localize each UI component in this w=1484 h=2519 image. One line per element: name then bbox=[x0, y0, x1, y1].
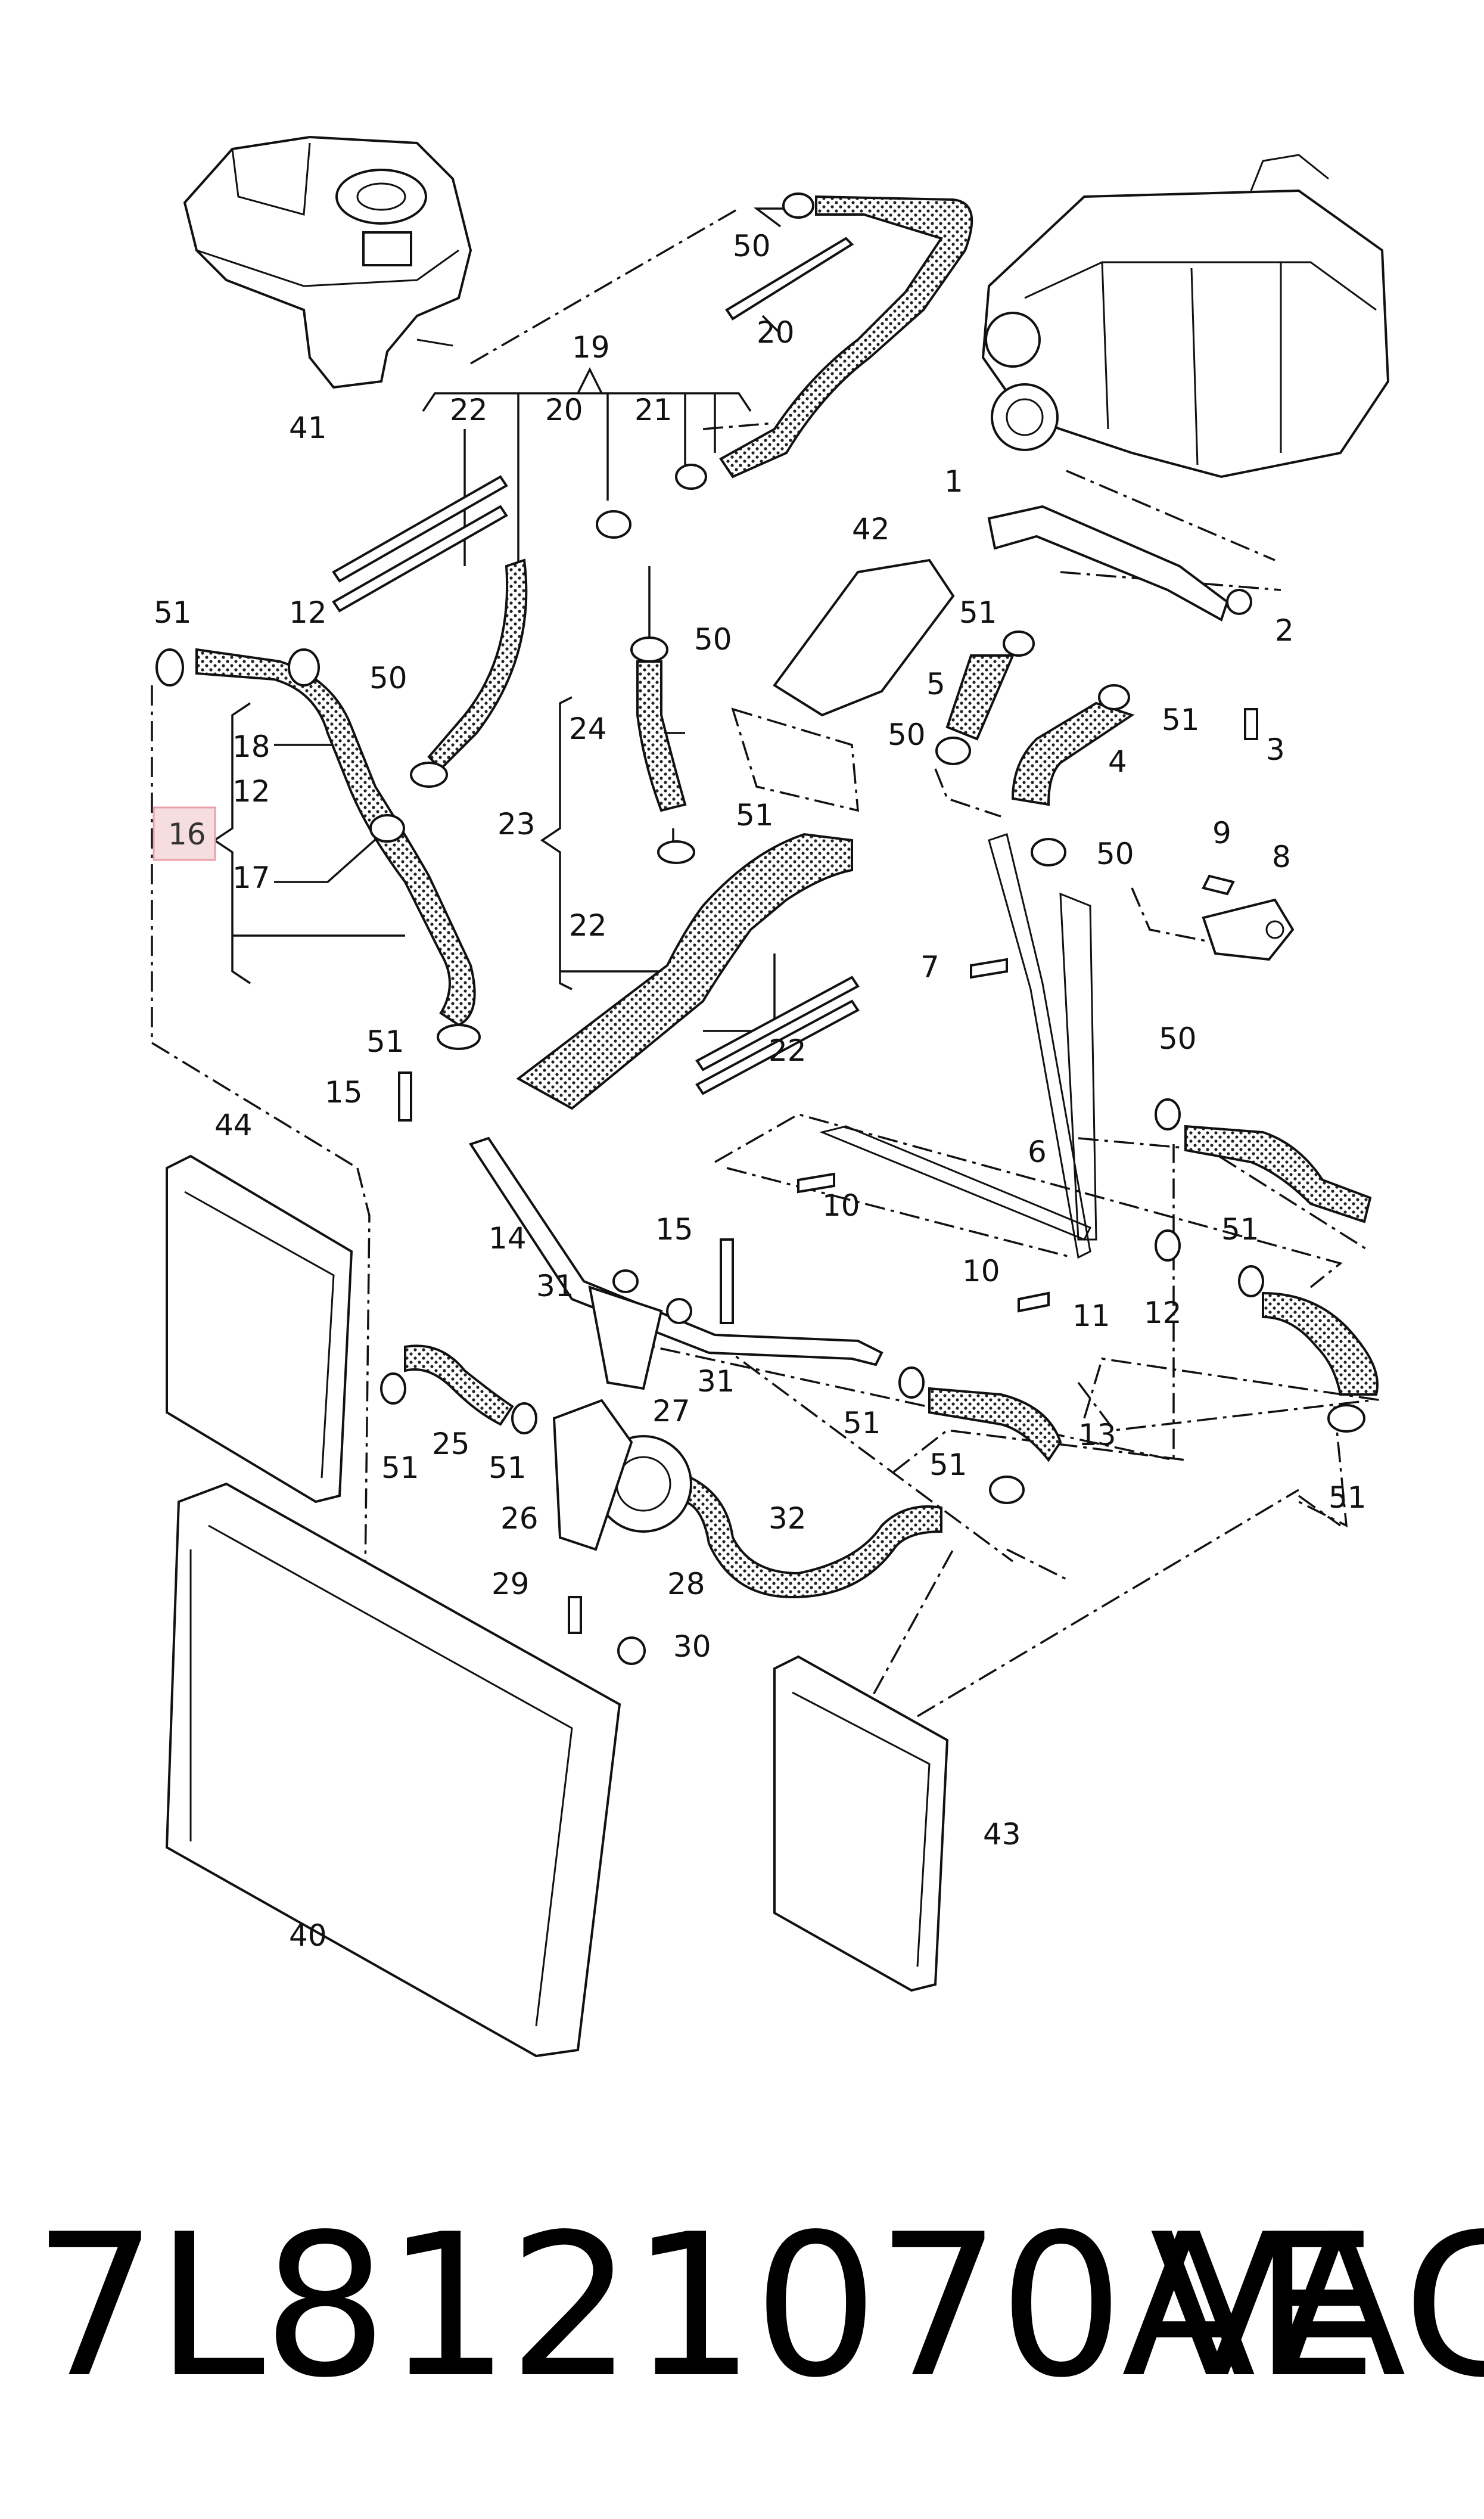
callout-44: 44 bbox=[214, 1108, 253, 1142]
callout-51: 51 bbox=[929, 1448, 967, 1482]
callout-9: 9 bbox=[1212, 816, 1231, 850]
hose-13 bbox=[928, 1387, 1062, 1462]
callout-11: 11 bbox=[1072, 1299, 1110, 1333]
callout-51: 51 bbox=[1329, 1480, 1367, 1515]
callout-10: 10 bbox=[962, 1254, 1000, 1288]
callout-4: 4 bbox=[1108, 744, 1127, 779]
callout-31: 31 bbox=[536, 1269, 574, 1303]
highlighted-callout-16[interactable]: 16 bbox=[153, 806, 216, 861]
callout-5: 5 bbox=[926, 667, 945, 701]
callout-41: 41 bbox=[289, 411, 327, 445]
hose-16 bbox=[195, 648, 476, 1027]
callout-50: 50 bbox=[694, 622, 732, 657]
callout-26: 26 bbox=[500, 1501, 539, 1536]
callout-27: 27 bbox=[652, 1394, 690, 1428]
radiator-40 bbox=[165, 1482, 621, 2058]
callout-15: 15 bbox=[325, 1075, 363, 1110]
callout-labels: 50 20 19 22 20 21 41 1 42 51 12 50 51 2 … bbox=[154, 229, 1367, 1953]
callout-50: 50 bbox=[1159, 1021, 1197, 1056]
hose-11-upper bbox=[1184, 1125, 1372, 1223]
callout-40: 40 bbox=[289, 1918, 327, 1953]
callout-51: 51 bbox=[843, 1406, 881, 1440]
hose-24 bbox=[636, 660, 687, 812]
engine-block bbox=[981, 154, 1390, 479]
callout-31: 31 bbox=[697, 1364, 735, 1399]
callout-24: 24 bbox=[569, 712, 607, 746]
radiator-44 bbox=[166, 1154, 353, 1504]
callout-21: 21 bbox=[634, 393, 673, 427]
callout-12: 12 bbox=[289, 595, 327, 630]
bracket-8 bbox=[1202, 898, 1295, 961]
callout-51: 51 bbox=[154, 595, 192, 630]
callout-30: 30 bbox=[673, 1629, 711, 1664]
callout-51: 51 bbox=[366, 1024, 405, 1059]
callout-10: 10 bbox=[822, 1188, 860, 1223]
callout-29: 29 bbox=[491, 1567, 530, 1601]
callout-15: 15 bbox=[655, 1212, 693, 1247]
callout-50: 50 bbox=[733, 229, 771, 263]
callout-25: 25 bbox=[432, 1427, 470, 1461]
callout-16-label: 16 bbox=[168, 817, 206, 852]
callout-51: 51 bbox=[1162, 703, 1200, 737]
hose-32 bbox=[683, 1476, 942, 1599]
hose-upper-right bbox=[719, 195, 973, 479]
callout-28: 28 bbox=[667, 1567, 705, 1601]
callout-42: 42 bbox=[852, 512, 890, 546]
exploded-parts-diagram: 50 20 19 22 20 21 41 1 42 51 12 50 51 2 … bbox=[151, 135, 1390, 2058]
callout-3: 3 bbox=[1266, 732, 1285, 767]
callout-51: 51 bbox=[381, 1450, 419, 1485]
callout-23: 23 bbox=[497, 807, 536, 841]
hose-25 bbox=[404, 1344, 514, 1426]
callout-20: 20 bbox=[757, 315, 795, 350]
callout-12: 12 bbox=[232, 774, 270, 809]
callout-17: 17 bbox=[232, 861, 270, 895]
callout-51: 51 bbox=[1221, 1212, 1259, 1247]
brand-name: VAG bbox=[1150, 2192, 1484, 2421]
callout-8: 8 bbox=[1272, 840, 1291, 874]
hose-20-top bbox=[427, 558, 528, 771]
callout-32: 32 bbox=[769, 1501, 807, 1536]
callout-22: 22 bbox=[769, 1033, 807, 1068]
callout-50: 50 bbox=[369, 661, 407, 695]
hose-clamps bbox=[155, 192, 1365, 1665]
callout-50: 50 bbox=[888, 718, 926, 752]
callout-20: 20 bbox=[545, 393, 583, 427]
radiator-43 bbox=[773, 1655, 949, 1992]
callout-14: 14 bbox=[489, 1221, 527, 1256]
part-number: 7L8121070AE bbox=[33, 2192, 1378, 2421]
expansion-tank bbox=[183, 135, 472, 389]
hose-5 bbox=[945, 654, 1015, 741]
bracket-42 bbox=[773, 558, 955, 717]
hose-11-lower bbox=[1262, 1291, 1379, 1396]
hose-4 bbox=[1011, 701, 1135, 806]
callout-2: 2 bbox=[1275, 613, 1294, 648]
callout-51: 51 bbox=[736, 798, 774, 833]
callout-19: 19 bbox=[572, 330, 610, 365]
callout-18: 18 bbox=[232, 729, 270, 764]
hoses bbox=[195, 195, 1379, 1599]
callout-12: 12 bbox=[1144, 1296, 1182, 1330]
callout-6: 6 bbox=[1028, 1135, 1047, 1169]
bolts bbox=[398, 708, 1258, 1634]
callout-1: 1 bbox=[944, 464, 963, 499]
callout-51: 51 bbox=[489, 1450, 527, 1485]
part-number-caption: 7L8121070AE VAG bbox=[0, 2181, 1484, 2431]
callout-51: 51 bbox=[959, 595, 997, 630]
callout-7: 7 bbox=[920, 950, 939, 984]
callout-43: 43 bbox=[983, 1817, 1021, 1852]
callout-22: 22 bbox=[569, 908, 607, 943]
water-pump bbox=[552, 1285, 692, 1551]
wire-ties bbox=[332, 237, 860, 1095]
callout-22: 22 bbox=[450, 393, 488, 427]
hose-main-large bbox=[516, 833, 853, 1110]
callout-13: 13 bbox=[1078, 1418, 1116, 1452]
callout-50: 50 bbox=[1096, 837, 1134, 871]
